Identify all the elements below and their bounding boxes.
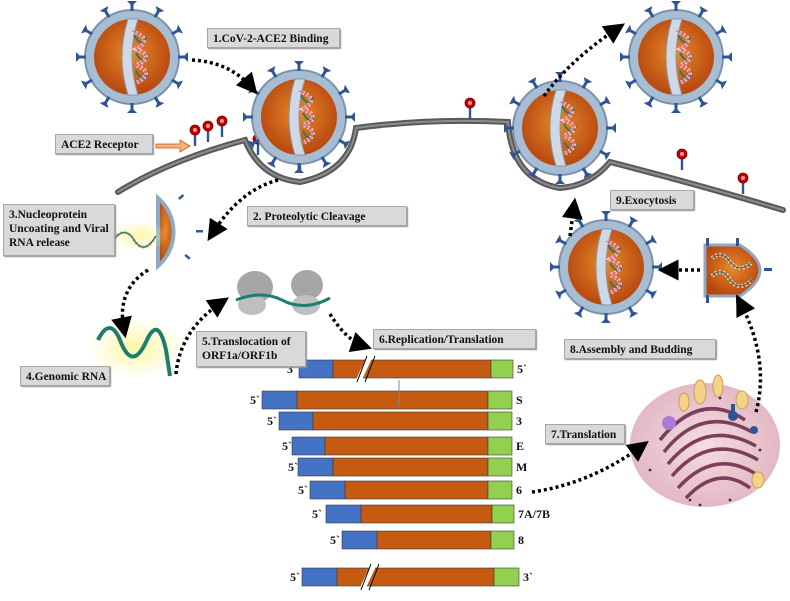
step-4-label: 4.Genomic RNA: [20, 366, 110, 386]
orf-left-end-label: 5`: [282, 439, 292, 453]
orf-row: 5` M: [288, 457, 527, 477]
orf-coding-segment: [296, 390, 489, 410]
orf-right-label: 8: [518, 533, 524, 547]
orf-coding-segment: [332, 359, 492, 379]
orf-row: 5` E: [282, 436, 524, 456]
orf-left-end-label: 3`: [287, 362, 297, 376]
orf-row: 5` 3: [267, 411, 522, 431]
orf-5utr-segment: [341, 530, 378, 550]
budding-particle: [703, 238, 772, 303]
step-3-label: 3.Nucleoprotein Uncoating and Viral RNA …: [3, 204, 115, 256]
orf-3utr-segment: [493, 567, 520, 587]
cell-membrane: [115, 117, 786, 213]
orf-5utr-segment: [309, 480, 346, 500]
orf-5utr-segment: [291, 436, 326, 456]
step-2-label: 2. Proteolytic Cleavage: [247, 206, 407, 226]
orf-row: 5` 8: [330, 530, 524, 550]
ribosome-pair: [235, 270, 331, 315]
orf-3utr-segment: [487, 436, 513, 456]
orf-row: 5` S: [250, 390, 523, 410]
orf-right-label: S: [516, 393, 523, 407]
orf-left-end-label: 5`: [290, 570, 300, 584]
orf-rows: 3`5`5`S5`35`E5`M5`65`7A/7B5`85`3`: [250, 355, 550, 591]
sequence-break-line: [356, 355, 368, 383]
orf-right-label: 7A/7B: [518, 507, 550, 521]
sequence-break-line: [368, 563, 380, 591]
orf-right-label: 3: [516, 414, 522, 428]
orf-coding-segment: [376, 530, 492, 550]
ace2-receptor-label: ACE2 Receptor: [55, 134, 153, 154]
orf-right-label: M: [516, 460, 527, 474]
orf-row: 5` 7A/7B: [312, 504, 550, 524]
step-8-label: 8.Assembly and Budding: [564, 339, 716, 359]
orf-coding-segment: [336, 567, 495, 587]
orf-3utr-segment: [490, 530, 515, 550]
process-arrows: [111, 23, 763, 494]
orf-3utr-segment: [490, 359, 514, 379]
orf-right-label: 3`: [523, 570, 533, 584]
orf-5utr-segment: [261, 390, 298, 410]
orf-3utr-segment: [487, 457, 513, 477]
orf-left-end-label: 5`: [298, 483, 308, 497]
orf-coding-segment: [324, 436, 489, 456]
orf-5utr-segment: [301, 567, 338, 587]
orf-left-end-label: 5`: [250, 393, 260, 407]
orf-5utr-segment: [297, 457, 334, 477]
orf-3utr-segment: [487, 480, 513, 500]
orf-left-end-label: 5`: [267, 414, 277, 428]
orf-coding-segment: [344, 480, 489, 500]
sequence-break-line: [364, 355, 376, 383]
step-1-label: 1.CoV-2-ACE2 Binding: [207, 28, 340, 48]
orf-5utr-segment: [325, 504, 362, 524]
orf-right-label: 6: [516, 483, 522, 497]
golgi-apparatus: [630, 374, 780, 507]
orf-3utr-segment: [487, 411, 513, 431]
orf-right-label: 5`: [517, 362, 527, 376]
genomic-rna: [86, 318, 186, 378]
orf-left-end-label: 5`: [312, 507, 322, 521]
receptor-pointer-arrow: [155, 139, 191, 153]
orf-5utr-segment: [278, 411, 314, 431]
orf-row: 5` 3`: [290, 563, 533, 591]
virion-assembled: [548, 209, 664, 325]
orf-3utr-segment: [491, 504, 515, 524]
orf-coding-segment: [360, 504, 493, 524]
virion-released: [618, 0, 734, 115]
step-6-label: 6.Replication/Translation: [373, 329, 536, 349]
orf-right-label: E: [516, 439, 524, 453]
virion-free: [74, 0, 190, 115]
step-7-label: 7.Translation: [545, 424, 625, 444]
orf-row: 5` 6: [298, 480, 522, 500]
step-5-label: 5.Translocation of ORF1a/ORF1b: [196, 331, 306, 367]
orf-coding-segment: [312, 411, 489, 431]
uncoating-half-virion: [108, 193, 203, 271]
orf-left-end-label: 5`: [288, 460, 298, 474]
orf-left-end-label: 5`: [330, 533, 340, 547]
sequence-break-line: [360, 563, 372, 591]
orf-row: 3` 5`: [287, 355, 527, 383]
orf-coding-segment: [332, 457, 489, 477]
step-9-label: 9.Exocytosis: [610, 190, 694, 210]
orf-3utr-segment: [487, 390, 513, 410]
virion-binding: [241, 59, 357, 175]
